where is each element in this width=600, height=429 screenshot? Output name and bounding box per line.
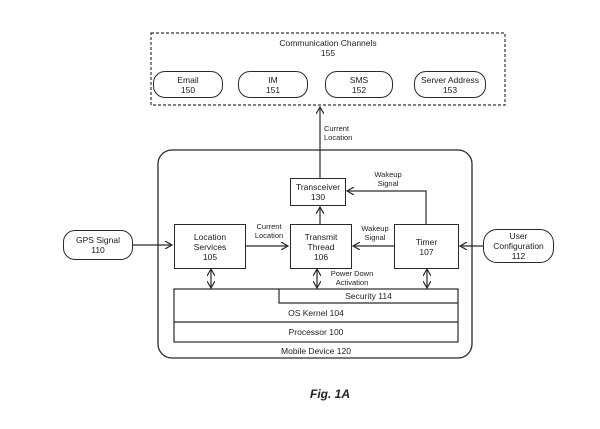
transmit-thread-box: Transmit Thread 106 — [290, 224, 352, 269]
channel-im-label: IM — [268, 74, 278, 85]
user-config-ref: 112 — [511, 251, 526, 261]
location-services-label-2: Services — [193, 241, 227, 252]
comm-channels-title-text: Communication Channels — [279, 38, 377, 48]
mobile-device-label: Mobile Device 120 — [281, 346, 351, 356]
location-services-ref: 105 — [202, 251, 218, 262]
edge-wakeup-transceiver — [347, 191, 427, 224]
label-location: Location — [324, 133, 353, 142]
comm-channels-box — [150, 32, 506, 106]
transmit-thread-ref: 106 — [313, 251, 329, 262]
transceiver-ref: 130 — [310, 192, 326, 202]
channel-server-address: Server Address 153 — [414, 71, 486, 98]
channel-server-address-ref: 153 — [442, 84, 458, 95]
label-current: Current — [324, 124, 350, 133]
timer-label: Timer — [415, 236, 438, 247]
user-config-label-2: Configuration — [493, 241, 544, 251]
label-activation: Activation — [335, 278, 369, 287]
transceiver-label: Transceiver — [295, 182, 341, 192]
gps-signal: GPS Signal 110 — [63, 230, 133, 260]
security-layer-label: Security 114 — [345, 291, 392, 301]
label-power-down-text: Power Down — [330, 269, 374, 278]
channel-server-address-label: Server Address — [420, 74, 480, 85]
label-wakeup: Wakeup — [374, 170, 402, 179]
location-services-box: Location Services 105 — [174, 224, 246, 269]
transmit-thread-label-1: Transmit — [304, 231, 338, 242]
label-wakeup-top: Wakeup Signal — [368, 170, 408, 188]
transmit-thread-label-2: Thread — [307, 241, 335, 252]
label-current: Current — [256, 222, 282, 231]
location-services-label-1: Location — [193, 231, 227, 242]
user-configuration: User Configuration 112 — [483, 229, 554, 263]
gps-signal-ref: 110 — [91, 245, 105, 255]
comm-channels-title: Communication Channels 155 — [228, 38, 428, 58]
label-power-down: Power Down Activation — [322, 269, 382, 287]
label-signal: Signal — [364, 233, 386, 242]
layer-stack — [173, 288, 459, 343]
user-config-label-1: User — [509, 231, 528, 241]
timer-ref: 107 — [419, 246, 434, 257]
label-current-location-mid: Current Location — [249, 222, 289, 240]
channel-email-label: Email — [177, 74, 199, 85]
channel-im: IM 151 — [238, 71, 308, 98]
transceiver-box: Transceiver 130 — [290, 178, 346, 206]
channel-email-ref: 150 — [180, 84, 196, 95]
label-signal: Signal — [377, 179, 399, 188]
comm-channels-ref: 155 — [320, 48, 336, 58]
label-current-location-up: Current Location — [324, 124, 352, 142]
channel-sms-ref: 152 — [351, 84, 367, 95]
label-wakeup-mid: Wakeup Signal — [355, 224, 395, 242]
timer-box: Timer 107 — [394, 224, 459, 269]
gps-signal-label: GPS Signal — [76, 235, 120, 245]
label-location: Location — [254, 231, 284, 240]
channel-im-ref: 151 — [265, 84, 281, 95]
channel-sms: SMS 152 — [325, 71, 393, 98]
label-wakeup: Wakeup — [361, 224, 389, 233]
mobile-device-box — [157, 149, 473, 359]
processor-layer-label: Processor 100 — [288, 327, 344, 337]
os-kernel-layer-label: OS Kernel 104 — [288, 308, 344, 318]
security-layer-outline — [278, 289, 458, 304]
channel-email: Email 150 — [153, 71, 223, 98]
figure-label: Fig. 1A — [309, 387, 350, 401]
channel-sms-label: SMS — [349, 74, 369, 85]
